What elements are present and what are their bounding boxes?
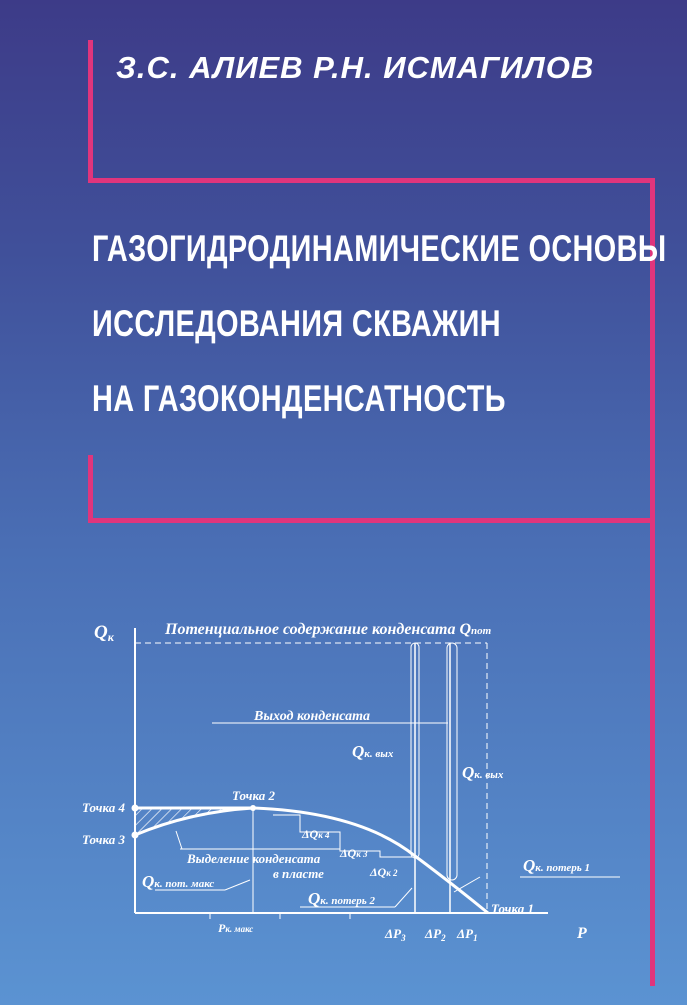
output-bracket-1 <box>410 642 420 859</box>
dp1-label: ΔP1 <box>456 926 478 943</box>
frame-line-bottom-horizontal <box>88 518 655 523</box>
q-loss-max-label: Qк. пот. макс <box>142 872 214 891</box>
point-3-marker <box>131 831 139 839</box>
title-line-1: ГАЗОГИДРОДИНАМИЧЕСКИЕ ОСНОВЫ <box>92 228 667 269</box>
title-line-2: ИССЛЕДОВАНИЯ СКВАЖИН <box>92 303 501 344</box>
q-out-label-1: Qк. вых <box>352 742 394 761</box>
release-label-2: в пласте <box>273 866 324 881</box>
hatched-area <box>135 808 253 835</box>
release-label-1: Выделение конденсата <box>186 851 321 866</box>
output-label: Выход конденсата <box>253 709 370 724</box>
frame-line-top-left-vertical <box>88 40 93 183</box>
y-axis-label: Qк <box>94 622 115 644</box>
point-3-label: Точка 3 <box>82 832 125 847</box>
authors: З.С. АЛИЕВ Р.Н. ИСМАГИЛОВ <box>116 50 595 85</box>
lower-curve <box>134 806 254 837</box>
title-line-3: НА ГАЗОКОНДЕНСАТНОСТЬ <box>92 378 506 419</box>
output-bracket-2 <box>446 642 458 881</box>
dp2-label: ΔP2 <box>424 926 446 943</box>
x-axis-label: P <box>576 925 587 942</box>
q-out-label-2: Qк. вых <box>462 763 504 782</box>
point-4-label: Точка 4 <box>82 800 125 815</box>
main-curve <box>252 806 489 915</box>
point-4-marker <box>131 804 139 812</box>
dp3-label: ΔP3 <box>384 926 406 943</box>
frame-line-right-vertical <box>650 178 655 986</box>
frame-line-bottom-left-vertical <box>88 455 93 523</box>
dq2-label: ΔQк 2 <box>369 865 398 879</box>
p-max-label: Pк. макс <box>218 921 253 935</box>
point-1-label: Точка 1 <box>491 901 534 916</box>
potential-label: Потенциальное содержание конденсата Qпот <box>164 621 492 638</box>
q-loss-1-label: Qк. потерь 1 <box>523 856 590 875</box>
dq4-label: ΔQк 4 <box>301 827 330 841</box>
dq3-label: ΔQк 3 <box>339 846 368 860</box>
point-2-marker <box>250 805 256 811</box>
frame-line-top-horizontal <box>88 178 655 183</box>
point-2-label: Точка 2 <box>232 788 275 803</box>
q-loss-2-label: Qк. потерь 2 <box>308 889 376 908</box>
